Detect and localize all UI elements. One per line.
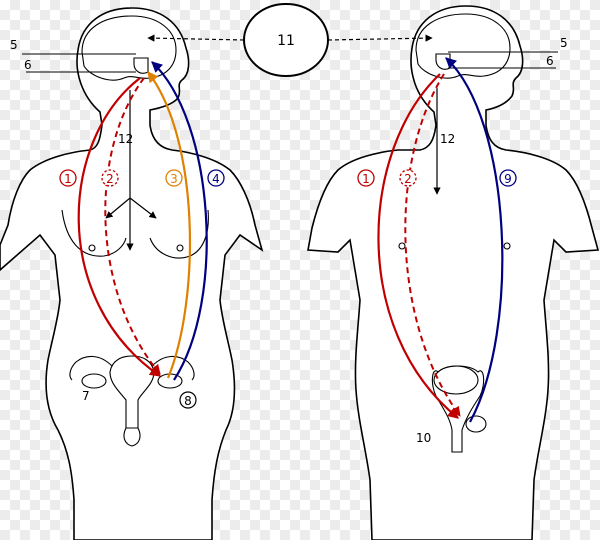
label-right-5: 5: [560, 36, 568, 50]
label-left-6: 6: [24, 58, 32, 72]
female-circle-label-4: 4: [212, 172, 220, 186]
female-body-outline: [0, 8, 262, 540]
male-circle-9: 9: [500, 170, 516, 186]
male-circle-label-9: 9: [504, 172, 512, 186]
label-left-8: 8: [180, 392, 196, 408]
male-circle-label-1: 1: [362, 172, 370, 186]
center-label: 11: [277, 33, 295, 49]
female-circle-label-1: 1: [64, 172, 72, 186]
central-element: 11: [148, 4, 432, 76]
female-circle-label-2: 2: [106, 172, 114, 186]
male-body-outline: [308, 6, 598, 540]
label-left-12: 12: [118, 132, 133, 146]
label-left-5: 5: [10, 38, 18, 52]
female-circle-2: 2: [102, 170, 118, 186]
male-circle-label-2: 2: [404, 172, 412, 186]
male-circle-2: 2: [400, 170, 416, 186]
label-right-6: 6: [546, 54, 554, 68]
female-circle-3: 3: [166, 170, 182, 186]
label-right-12: 12: [440, 132, 455, 146]
label-left-8-text: 8: [184, 394, 192, 408]
male-circle-1: 1: [358, 170, 374, 186]
male-figure: [308, 6, 598, 540]
female-circle-1: 1: [60, 170, 76, 186]
female-figure: [0, 8, 262, 540]
label-left-7: 7: [82, 389, 90, 403]
female-circle-4: 4: [208, 170, 224, 186]
label-right-10: 10: [416, 431, 431, 445]
female-circle-label-3: 3: [170, 172, 178, 186]
